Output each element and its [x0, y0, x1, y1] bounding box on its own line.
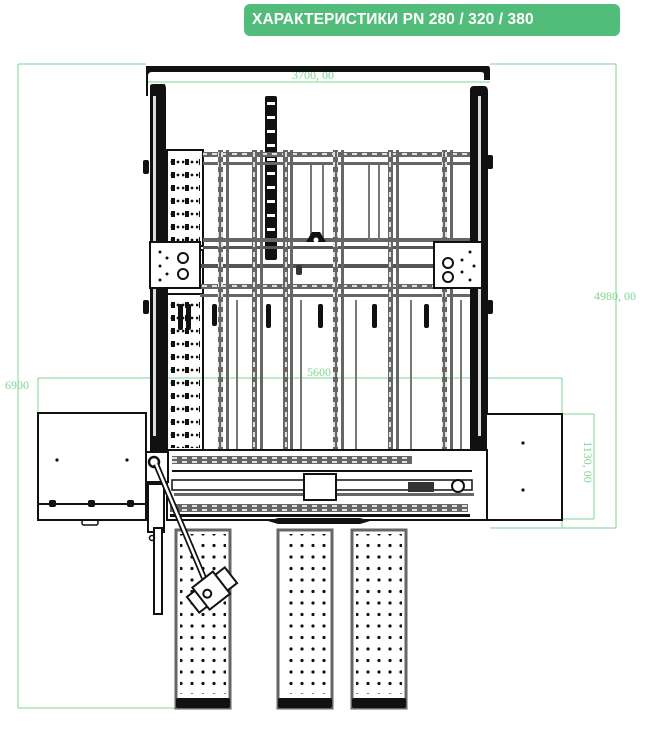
dimension-width-middle: 5600 [307, 365, 331, 379]
conveyor-strip-1 [174, 528, 232, 710]
right-side-table [485, 413, 563, 521]
conveyor-strip-3 [350, 528, 408, 710]
left-side-table-dots [49, 458, 134, 507]
top-crossbar [146, 66, 490, 96]
suction-cups [178, 304, 429, 330]
dimension-height-left: 6900 [5, 378, 29, 392]
left-side-table [37, 412, 147, 526]
vertical-rails [218, 150, 462, 450]
dimension-height-right: 4980, 00 [594, 289, 636, 303]
dimension-side-table-depth: 1130, 00 [581, 441, 595, 483]
right-mount-plate [433, 241, 483, 289]
vertical-ladder [265, 96, 277, 260]
page-title-badge: ХАРАКТЕРИСТИКИ PN 280 / 320 / 380 [244, 4, 620, 36]
left-mount-plate [149, 241, 201, 289]
swing-arm [153, 462, 239, 615]
left-hole-panel [166, 149, 204, 451]
conveyor-strip-2 [276, 528, 334, 710]
bottom-carriage [166, 449, 488, 524]
center-clamp [296, 232, 326, 275]
left-post [145, 451, 169, 615]
